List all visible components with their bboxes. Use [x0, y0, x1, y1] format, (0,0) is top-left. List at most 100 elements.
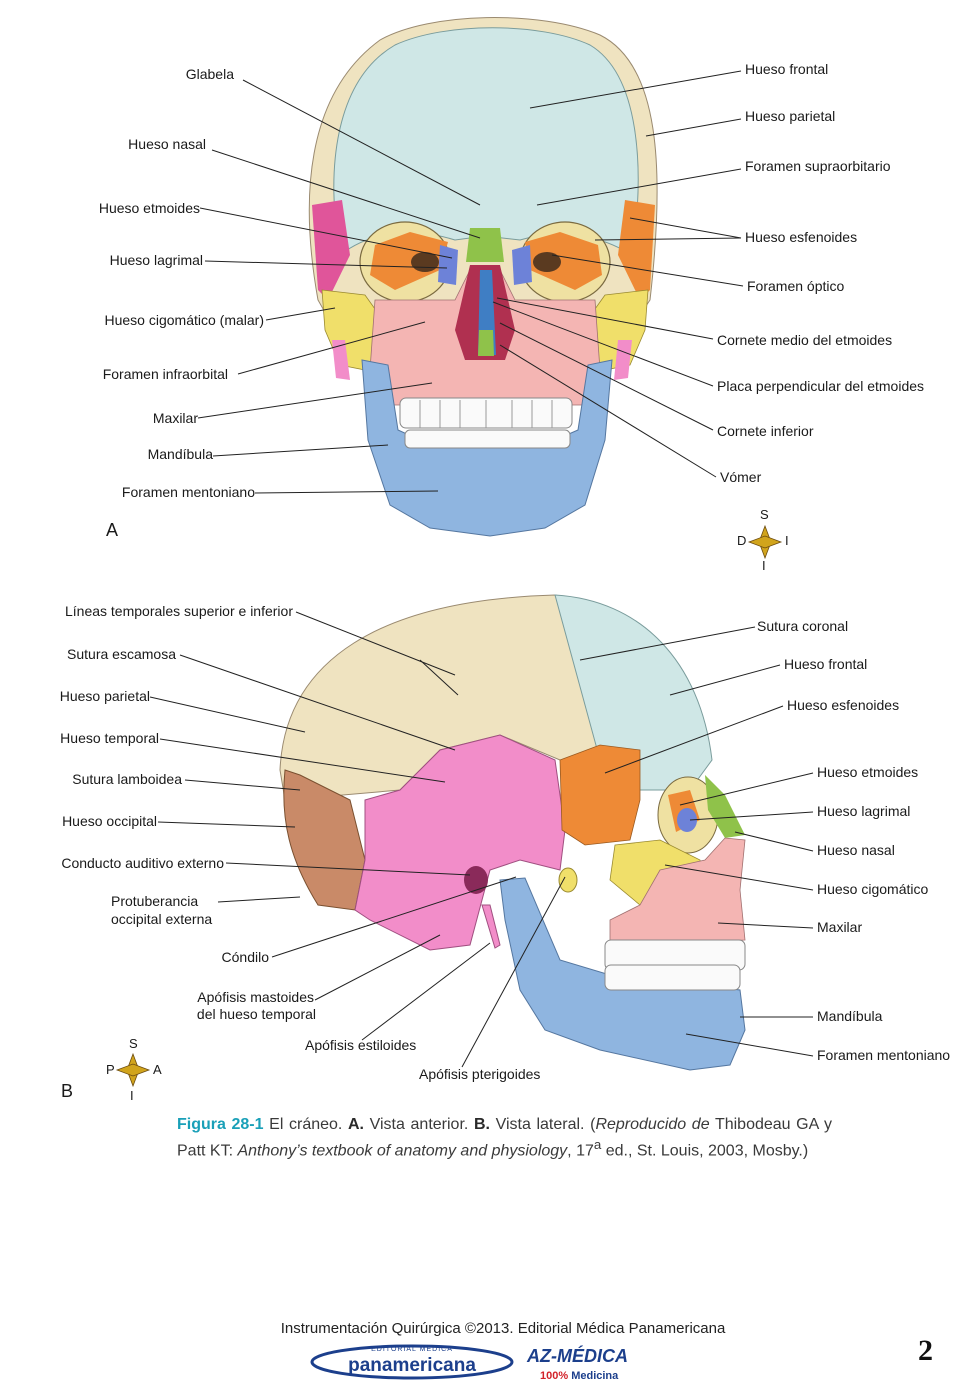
external-auditory-canal: [464, 866, 488, 894]
label-mandibula-b: Mandíbula: [817, 1008, 883, 1024]
right-orbit-lacrimal: [438, 245, 458, 285]
az-medica-subtitle: 100% Medicina: [540, 1370, 618, 1382]
label-apofisis-estiloides: Apófisis estiloides: [305, 1037, 417, 1053]
az-medica-medicina: Medicina: [568, 1370, 619, 1382]
caption-a: A.: [348, 1116, 364, 1133]
panel-label-a: A: [106, 520, 119, 540]
label-hueso-esfenoides-b: Hueso esfenoides: [787, 697, 900, 713]
label-conducto-auditivo: Conducto auditivo externo: [61, 855, 224, 871]
page-number: 2: [918, 1334, 933, 1367]
label-mastoides-2: del hueso temporal: [196, 1006, 316, 1022]
compass-b-top: S: [129, 1036, 138, 1051]
lateral-sphenoid-bone: [559, 744, 641, 846]
compass-a-top: S: [760, 507, 769, 522]
label-hueso-frontal-a: Hueso frontal: [745, 61, 829, 77]
label-lineas-temporales: Líneas temporales superior e inferior: [64, 603, 293, 619]
label-maxilar-b: Maxilar: [817, 919, 863, 935]
label-foramen-mentoniano-b: Foramen mentoniano: [817, 1047, 951, 1063]
caption-text-2: Vista anterior.: [364, 1116, 474, 1133]
lateral-mandible: [499, 877, 746, 1071]
label-hueso-lagrimal: Hueso lagrimal: [109, 252, 203, 268]
caption-figure-number: Figura 28-1: [177, 1116, 264, 1133]
label-maxilar-a: Maxilar: [152, 410, 198, 426]
pterygoid-process: [558, 867, 578, 893]
compass-b-bottom: I: [130, 1088, 134, 1103]
caption-text-4: Thibodeau GA y Patt KT:: [177, 1116, 833, 1160]
left-optic-canal: [533, 252, 561, 272]
compass-a-bottom: I: [762, 558, 766, 573]
anterior-frontal-bone: [333, 27, 639, 256]
label-cornete-medio: Cornete medio del etmoides: [717, 332, 893, 348]
label-protuberancia-2: occipital externa: [111, 911, 213, 927]
lateral-lacrimal: [677, 808, 697, 832]
anterior-sphenoid-right: [618, 200, 655, 300]
az-medica-logo: AZ-MÉDICA: [527, 1346, 628, 1366]
caption-text-6: ed., St. Louis, 2003, Mosby.): [601, 1142, 809, 1160]
caption-text-5: , 17: [567, 1142, 594, 1160]
label-hueso-occipital: Hueso occipital: [62, 813, 157, 829]
label-protuberancia-1: Protuberancia: [111, 893, 199, 909]
label-glabela: Glabela: [185, 66, 234, 82]
label-hueso-parietal-b: Hueso parietal: [59, 688, 150, 704]
panel-label-b: B: [61, 1081, 74, 1101]
label-sutura-lamboidea: Sutura lamboidea: [72, 771, 182, 787]
label-foramen-infraorbital: Foramen infraorbital: [102, 366, 228, 382]
footer-text: Instrumentación Quirúrgica ©2013. Editor…: [280, 1320, 726, 1337]
caption-text-1: El cráneo.: [263, 1116, 348, 1133]
anterior-nasal-bone: [466, 228, 504, 262]
label-sutura-coronal: Sutura coronal: [757, 618, 849, 634]
lateral-leader-lines: [149, 611, 814, 1068]
label-mastoides-1: Apófisis mastoides: [197, 989, 314, 1005]
lateral-frontal-bone: [554, 594, 713, 791]
label-vomer: Vómer: [720, 469, 762, 485]
label-sutura-escamosa: Sutura escamosa: [67, 646, 176, 662]
caption-superscript: a: [593, 1137, 602, 1152]
label-hueso-parietal-a: Hueso parietal: [745, 108, 836, 124]
label-hueso-lagrimal-b: Hueso lagrimal: [817, 803, 911, 819]
logo-editorial-medica: EDITORIAL MEDICA: [371, 1346, 453, 1353]
label-mandibula-a: Mandíbula: [147, 446, 213, 462]
compass-a-right: I: [785, 533, 789, 548]
right-orbit-ethmoid: [370, 232, 448, 290]
compass-b: [115, 1052, 151, 1088]
anterior-sphenoid-left: [312, 200, 350, 300]
logo-panamericana: panamericana: [348, 1355, 476, 1376]
lateral-temporal-bone: [354, 734, 566, 951]
compass-b-right: A: [153, 1062, 162, 1077]
label-hueso-temporal: Hueso temporal: [60, 730, 159, 746]
compass-b-left: P: [106, 1062, 115, 1077]
label-hueso-esfenoides-a: Hueso esfenoides: [745, 229, 858, 245]
panamericana-logo-oval: [310, 1344, 514, 1380]
figure-caption: Figura 28-1 El cráneo. A. Vista anterior…: [177, 1115, 832, 1161]
compass-a: [747, 524, 783, 560]
label-hueso-frontal-b: Hueso frontal: [784, 656, 868, 672]
lateral-maxilla: [609, 837, 746, 946]
label-hueso-cigomatico-malar: Hueso cigomático (malar): [104, 312, 265, 328]
label-placa-perpendicular: Placa perpendicular del etmoides: [717, 378, 925, 394]
panamericana-logo: EDITORIAL MEDICA panamericana: [312, 1346, 512, 1380]
label-hueso-etmoides: Hueso etmoides: [98, 200, 200, 216]
label-foramen-supraorbitario: Foramen supraorbitario: [745, 158, 891, 174]
caption-b: B.: [473, 1116, 490, 1133]
anterior-leader-lines: [197, 70, 744, 494]
label-condilo: Cóndilo: [221, 949, 269, 965]
label-foramen-mentoniano-a: Foramen mentoniano: [121, 484, 255, 500]
left-orbit-lacrimal: [512, 245, 532, 285]
styloid-process: [481, 904, 501, 949]
anterior-temporal-left: [332, 340, 350, 380]
az-medica-percent: 100%: [540, 1370, 569, 1382]
label-cornete-inferior: Cornete inferior: [717, 423, 814, 439]
label-hueso-cigomatico-b: Hueso cigomático: [817, 881, 929, 897]
lateral-skull: [279, 594, 746, 1071]
upper-teeth: [399, 397, 573, 429]
label-hueso-etmoides-b: Hueso etmoides: [817, 764, 919, 780]
label-apofisis-pterigoides: Apófisis pterigoides: [419, 1066, 541, 1082]
lateral-lower-teeth: [604, 964, 741, 991]
compass-a-left: D: [737, 533, 747, 548]
label-hueso-nasal: Hueso nasal: [128, 136, 206, 152]
caption-reproducido: Reproducido de: [595, 1116, 710, 1133]
left-orbit-ethmoid: [525, 232, 602, 290]
caption-book-title: Anthony’s textbook of anatomy and physio…: [237, 1142, 568, 1160]
caption-text-3: Vista lateral. (: [489, 1116, 596, 1133]
